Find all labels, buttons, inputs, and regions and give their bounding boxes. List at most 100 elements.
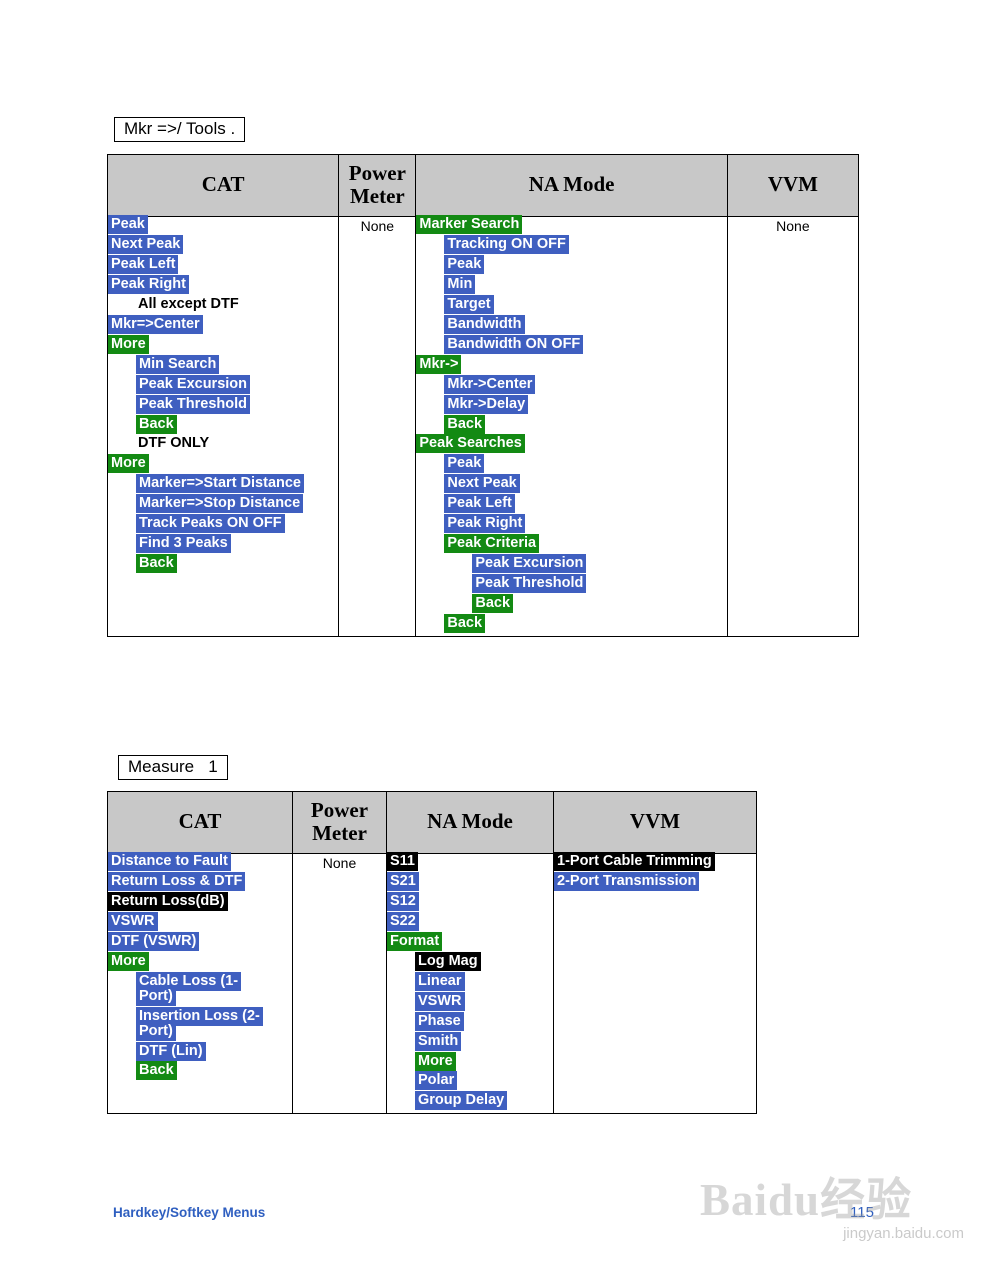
menu-item-label: Peak Right: [108, 275, 189, 295]
menu-item[interactable]: Mkr=>Center: [108, 314, 338, 334]
menu-item-label: Next Peak: [444, 474, 520, 494]
menu-item-label: Linear: [415, 971, 465, 991]
menu-item-label: Peak: [108, 215, 148, 235]
menu-item[interactable]: More: [108, 951, 292, 971]
menu-item[interactable]: Distance to Fault: [108, 852, 292, 872]
menu-item[interactable]: Tracking ON OFF: [444, 235, 726, 255]
menu-item[interactable]: Marker=>Start Distance: [136, 474, 338, 494]
column-header-na-mode: NA Mode: [386, 790, 554, 855]
menu-item-label: 1-Port Cable Trimming: [554, 852, 715, 872]
menu-item[interactable]: Bandwidth ON OFF: [444, 334, 726, 354]
menu-item-label: Bandwidth ON OFF: [444, 334, 584, 354]
menu-item[interactable]: Peak Excursion: [136, 374, 338, 394]
menu-item[interactable]: Peak Right: [108, 275, 338, 295]
menu-item-label: Back: [472, 593, 514, 613]
footer-section-label: Hardkey/Softkey Menus: [113, 1205, 266, 1220]
menu-item[interactable]: Find 3 Peaks: [136, 534, 338, 554]
menu-item-label: Insertion Loss (2-Port): [136, 1006, 263, 1041]
menu-item[interactable]: Peak Excursion: [472, 554, 726, 574]
menu-item[interactable]: Group Delay: [415, 1091, 553, 1111]
menu-item[interactable]: 1-Port Cable Trimming: [554, 852, 756, 872]
menu-item[interactable]: S22: [387, 912, 553, 932]
menu-item[interactable]: Next Peak: [108, 235, 338, 255]
menu-item[interactable]: Smith: [415, 1031, 553, 1051]
menu-item[interactable]: Back: [444, 414, 726, 434]
menu-item[interactable]: Peak Searches: [416, 434, 726, 454]
menu-item-label: Peak Right: [444, 514, 526, 534]
menu-item[interactable]: Phase: [415, 1011, 553, 1031]
menu-item[interactable]: 2-Port Transmission: [554, 872, 756, 892]
menu-item[interactable]: Peak Right: [444, 514, 726, 534]
menu-item[interactable]: S21: [387, 872, 553, 892]
watermark: Baidu经验 jingyan.baidu.com: [700, 1178, 970, 1250]
menu-item-label: DTF (VSWR): [108, 932, 200, 952]
menu-item[interactable]: S11: [387, 852, 553, 872]
menu-item[interactable]: Peak: [444, 255, 726, 275]
column-header-cat: CAT: [106, 153, 340, 218]
menu-item[interactable]: Linear: [415, 971, 553, 991]
menu-item-label: Back: [444, 414, 486, 434]
menu-item[interactable]: Back: [472, 593, 726, 613]
menu-item[interactable]: Peak Left: [108, 255, 338, 275]
menu-item[interactable]: Cable Loss (1-Port): [136, 971, 274, 1006]
menu-item[interactable]: Back: [444, 613, 726, 633]
menu-item[interactable]: Marker Search: [416, 215, 726, 235]
menu-item[interactable]: More: [108, 454, 338, 474]
menu-item[interactable]: Peak Threshold: [472, 573, 726, 593]
menu-item[interactable]: More: [415, 1051, 553, 1071]
menu-item[interactable]: VSWR: [415, 991, 553, 1011]
menu-item-label: Track Peaks ON OFF: [136, 514, 285, 534]
menu-item[interactable]: VSWR: [108, 912, 292, 932]
menu-item-label: Peak Left: [108, 255, 179, 275]
menu-item[interactable]: Next Peak: [444, 474, 726, 494]
menu-item[interactable]: Peak: [108, 215, 338, 235]
cell-vvm: None: [726, 216, 860, 637]
menu-item[interactable]: S12: [387, 892, 553, 912]
column-header-cat: CAT: [107, 790, 293, 855]
menu-item[interactable]: Return Loss(dB): [108, 892, 292, 912]
menu-item[interactable]: Peak Threshold: [136, 394, 338, 414]
menu-item[interactable]: DTF (Lin): [136, 1041, 292, 1061]
menu-item-label: DTF (Lin): [136, 1041, 206, 1061]
menu-item[interactable]: Target: [444, 295, 726, 315]
menu-item-label: More: [108, 951, 149, 971]
menu-item[interactable]: Return Loss & DTF: [108, 872, 292, 892]
menu-item[interactable]: Mkr->: [416, 354, 726, 374]
menu-item[interactable]: Peak Left: [444, 494, 726, 514]
menu-item[interactable]: Back: [136, 554, 338, 574]
menu-item-label: Target: [444, 295, 494, 315]
menu-item[interactable]: Min: [444, 275, 726, 295]
menu-item-label: Peak Excursion: [472, 554, 587, 574]
menu-item[interactable]: Insertion Loss (2-Port): [136, 1006, 274, 1041]
menu-item-label: S12: [387, 892, 419, 912]
menu-item[interactable]: Log Mag: [415, 951, 553, 971]
menu-item-label: Format: [387, 932, 443, 952]
menu-item-label: Peak Threshold: [472, 573, 587, 593]
menu-item[interactable]: Peak: [444, 454, 726, 474]
menu-item-label: 2-Port Transmission: [554, 872, 700, 892]
menu-item[interactable]: Mkr->Center: [444, 374, 726, 394]
menu-item[interactable]: Track Peaks ON OFF: [136, 514, 338, 534]
menu-item[interactable]: More: [108, 334, 338, 354]
menu-item[interactable]: Marker=>Stop Distance: [136, 494, 338, 514]
menu-item[interactable]: Bandwidth: [444, 314, 726, 334]
menu-item[interactable]: Peak Criteria: [444, 534, 726, 554]
menu-item[interactable]: Min Search: [136, 354, 338, 374]
menu-item[interactable]: DTF (VSWR): [108, 932, 292, 952]
menu-item-label: Next Peak: [108, 235, 184, 255]
menu-item-label: Marker=>Stop Distance: [136, 494, 304, 514]
power-meter-none-label: None: [322, 855, 357, 872]
menu-item-label: Peak Searches: [416, 434, 525, 454]
menu-item[interactable]: Format: [387, 932, 553, 952]
menu-item[interactable]: Back: [136, 414, 338, 434]
menu-item[interactable]: Polar: [415, 1071, 553, 1091]
menu-item-label: Peak Left: [444, 494, 515, 514]
menu-item[interactable]: Back: [136, 1061, 292, 1081]
menu-item[interactable]: Mkr->Delay: [444, 394, 726, 414]
watermark-sub-text: jingyan.baidu.com: [843, 1225, 964, 1242]
menu-item-label: Find 3 Peaks: [136, 534, 231, 554]
